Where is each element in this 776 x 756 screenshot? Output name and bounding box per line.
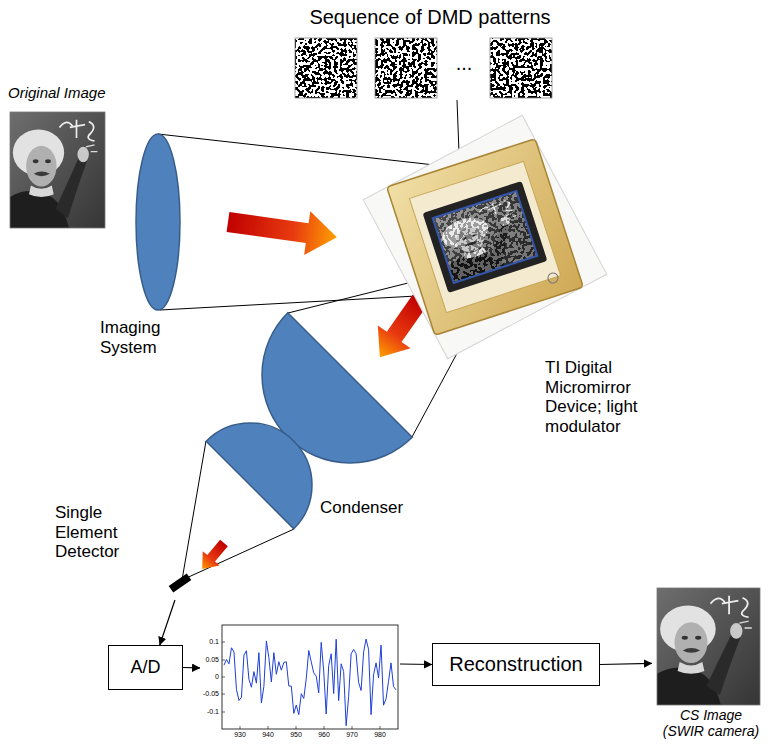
pattern-frame (295, 38, 357, 98)
source-image: Original Image (5, 80, 115, 232)
ray-line (182, 529, 294, 580)
signal-trace (224, 639, 396, 726)
figure-heading: Sequence of DMD patterns (290, 6, 570, 29)
detector-chip (169, 573, 192, 592)
node-label: A/D (130, 657, 160, 678)
single-detector: Single Element Detector (50, 500, 200, 600)
axis-tick-label: 0.1 (200, 638, 219, 645)
plot-axes (222, 625, 398, 729)
signal-plot: 0.1 0.05 0 -0.05 -0.1 930 940 950 960 970 980 (200, 621, 400, 743)
tick-mark (268, 726, 269, 729)
pattern-frame (490, 38, 552, 98)
node-label: Imaging System (100, 318, 180, 357)
back-plate (363, 115, 606, 358)
signal-plot-shape (200, 621, 400, 743)
axis-tick-label: 0.05 (200, 656, 219, 663)
tick-mark (324, 726, 325, 729)
axis-tick-label: 980 (370, 731, 390, 738)
ray-line (182, 441, 206, 580)
tick-mark (222, 694, 225, 695)
node-label: Condenser (320, 498, 415, 518)
axis-tick-label: 950 (286, 731, 306, 738)
tick-mark (222, 712, 225, 713)
random-pattern (295, 38, 357, 98)
lens-shape (206, 397, 338, 529)
chip-mark (547, 272, 560, 285)
axis-tick-label: -0.05 (200, 690, 219, 697)
chip-frame (409, 161, 560, 312)
axis-tick-label: 960 (314, 731, 334, 738)
node-label: Single Element Detector (55, 503, 130, 562)
light-arrow (194, 536, 233, 576)
output-image: CS Image (SWIR camera) (652, 585, 770, 745)
random-pattern (490, 38, 552, 98)
chip-surround (423, 181, 548, 293)
signal-arrow (160, 600, 175, 645)
tick-mark (296, 726, 297, 729)
tick-mark (222, 642, 225, 643)
process-box: Reconstruction (432, 643, 600, 686)
ellipsis: ... (440, 52, 488, 75)
mirror-pattern (433, 191, 538, 283)
lens-shape (136, 134, 180, 310)
dmd-chip: TI Digital Micromirror Device; light mod… (395, 135, 665, 445)
axis-tick-label: 0 (200, 673, 219, 680)
condenser-lens: Condenser (195, 300, 420, 535)
imaging-lens: Imaging System (100, 130, 190, 365)
tick-mark (380, 726, 381, 729)
mirror-window (433, 191, 538, 283)
axis-tick-label: 970 (342, 731, 362, 738)
axis-tick-label: -0.1 (200, 708, 219, 715)
dmd-patterns (295, 38, 552, 98)
photo-frame (657, 588, 760, 705)
node-label: Original Image (8, 84, 115, 101)
node-label: CS Image (SWIR camera) (659, 707, 763, 739)
random-pattern (375, 38, 437, 98)
signal-arrow (400, 663, 432, 665)
signal-arrow (183, 667, 200, 669)
axis-tick-label: 930 (230, 731, 250, 738)
tick-mark (352, 726, 353, 729)
photo (10, 112, 105, 228)
pattern-frame (375, 38, 437, 98)
photo-frame (10, 112, 105, 228)
dmd-package (354, 106, 617, 369)
tick-mark (240, 726, 241, 729)
signal-arrow (600, 663, 652, 664)
mirror-image (433, 191, 538, 283)
source-image-shape (5, 80, 115, 232)
node-label: TI Digital Micromirror Device; light mod… (545, 358, 660, 436)
converter-box: A/D (108, 645, 183, 690)
node-label: Reconstruction (449, 653, 582, 676)
axis-tick-label: 940 (258, 731, 278, 738)
photo (657, 588, 760, 705)
light-arrow (225, 200, 340, 259)
tick-mark (222, 660, 225, 661)
tick-mark (222, 677, 225, 678)
chip-body (387, 139, 584, 336)
